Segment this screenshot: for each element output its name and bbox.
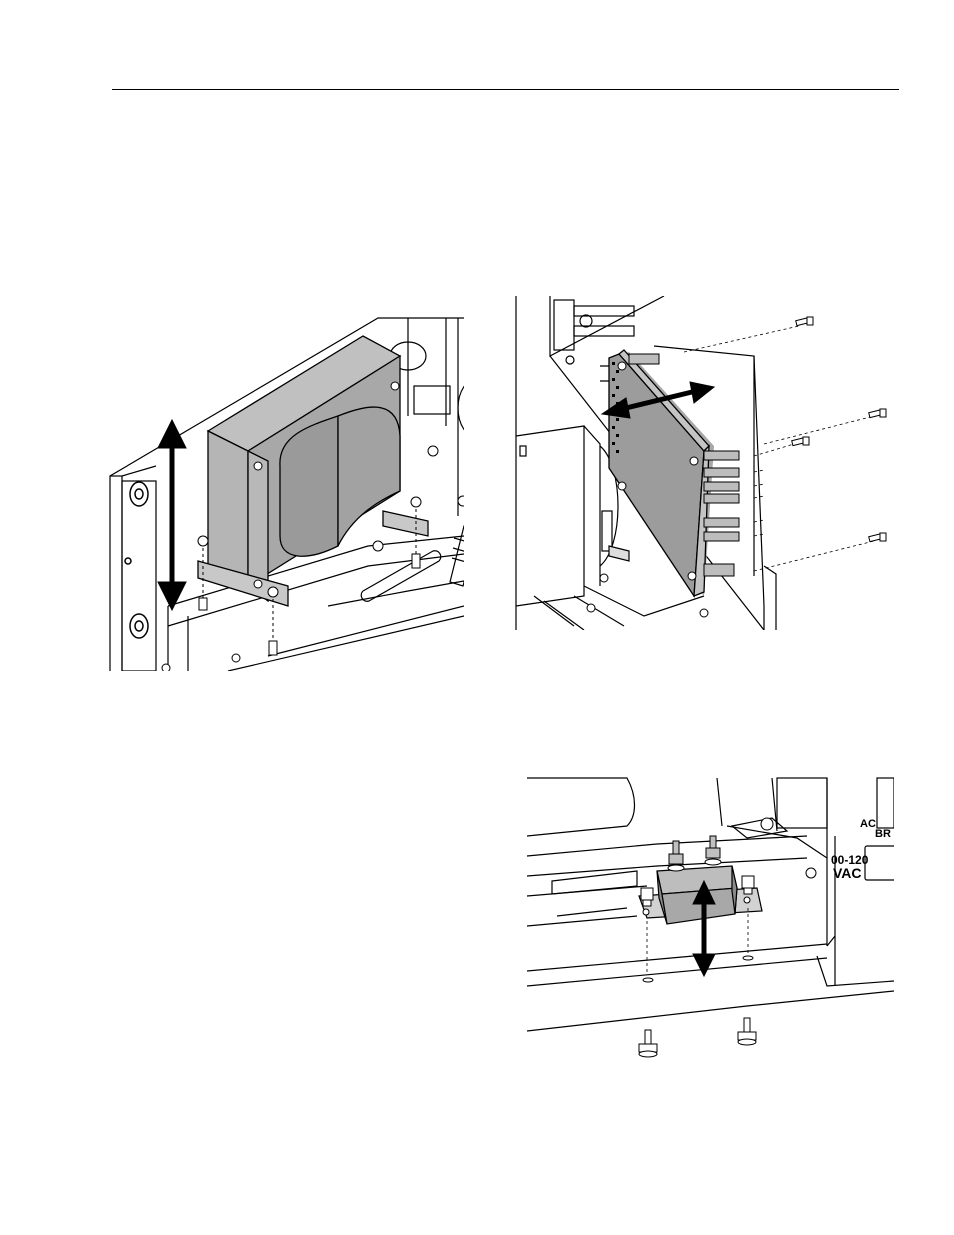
breaker-drawing: 00-120 VAC AC BR [527, 776, 894, 1060]
transformer-illustration [108, 316, 464, 671]
circuit-board-drawing [514, 296, 894, 630]
panel-label-line1: AC [860, 818, 876, 830]
panel-label-line2: BR [875, 828, 891, 840]
header-rule [112, 89, 899, 90]
circuit-board-illustration [514, 296, 894, 630]
voltage-label-line2: VAC [833, 865, 862, 881]
breaker-illustration: 00-120 VAC AC BR [527, 776, 894, 1060]
transformer-drawing [108, 316, 464, 671]
